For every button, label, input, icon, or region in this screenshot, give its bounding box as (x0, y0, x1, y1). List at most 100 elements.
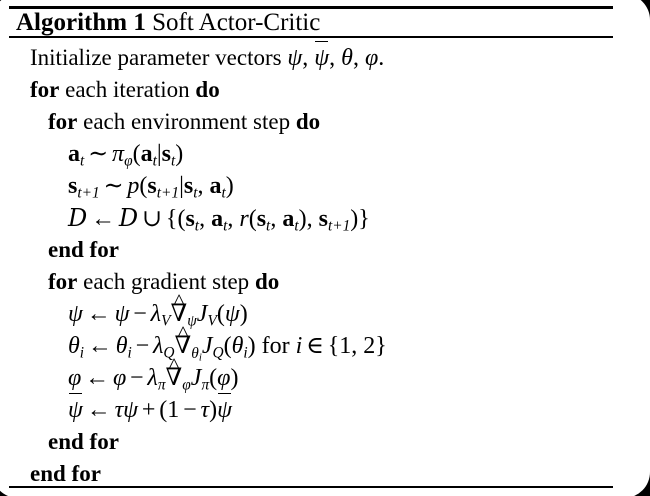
symbol-rbrace: } (358, 206, 370, 232)
symbol-psi: ψ (123, 397, 139, 423)
symbol-psi: ψ (114, 301, 130, 327)
symbol-tau: τ (114, 397, 124, 423)
keyword-end-for: end for (30, 461, 101, 486)
keyword-do: do (195, 77, 220, 102)
symbol-gets: ← (86, 301, 111, 327)
line-for-grad-step: for each gradient step do (0, 266, 650, 298)
subscript-t: t (80, 152, 85, 170)
symbol-rbrace: } (375, 333, 387, 359)
algorithm-title-rule (9, 36, 613, 38)
subscript-t-plus-1: t+1 (327, 217, 351, 235)
keyword-do: do (295, 109, 321, 134)
symbol-sim: ∼ (88, 141, 109, 167)
symbol-minus: − (133, 301, 147, 327)
symbol-a: a (211, 206, 224, 232)
symbol-s: s (68, 173, 78, 199)
symbol-lbrace: { (165, 206, 178, 232)
keyword-do: do (254, 269, 280, 294)
symbol-theta: θ (191, 344, 199, 362)
symbol-lparen: ( (209, 365, 218, 391)
subscript-psi: ψ (187, 312, 197, 330)
symbol-comma: , (352, 45, 359, 71)
symbol-comma: , (306, 206, 313, 232)
symbol-s: s (256, 206, 267, 232)
line-end-for-iteration: end for (0, 458, 650, 490)
symbol-nabla: ∇ (165, 365, 183, 391)
value-two: 2 (363, 333, 376, 359)
line-sample-action: at∼πφ(at|st) (0, 138, 650, 170)
symbol-gets: ← (86, 397, 111, 423)
symbol-a: a (68, 141, 80, 167)
symbol-lparen: ( (216, 301, 225, 327)
symbol-gets: ← (91, 206, 116, 232)
symbol-phi: φ (217, 365, 231, 391)
subscript-t-plus-1: t+1 (77, 184, 100, 202)
algorithm-title: Algorithm 1 Soft Actor-Critic (16, 9, 320, 36)
algorithm-body: Initialize parameter vectors ψ, ψ, θ, φ.… (0, 40, 650, 490)
symbol-tau: τ (200, 397, 210, 423)
subscript-pi: π (157, 376, 166, 394)
symbol-dataset-D: D (118, 204, 139, 232)
symbol-objective-J: J (190, 365, 202, 391)
symbol-comma: , (197, 173, 204, 199)
symbol-index-i: i (295, 333, 303, 359)
line-update-psi-bar: ψ←τψ+(1−τ)ψ (0, 392, 650, 426)
subscript-i: i (243, 344, 248, 362)
value-one: 1 (339, 333, 352, 359)
symbol-theta: θ (231, 333, 244, 359)
symbol-mid: | (179, 173, 184, 199)
symbol-objective-J: J (201, 333, 213, 359)
initialize-symbols: ψ, ψ, θ, φ. (287, 40, 384, 71)
word-environment: environment (131, 109, 248, 134)
keyword-for: for (30, 77, 60, 102)
symbol-psi: ψ (314, 45, 330, 71)
subscript-i: i (79, 344, 85, 362)
keyword-end-for: end for (48, 237, 119, 262)
symbol-comma: , (351, 333, 358, 359)
symbol-in: ∈ (306, 333, 324, 359)
subscript-phi: φ (182, 376, 191, 394)
symbol-sim: ∼ (103, 173, 124, 199)
symbol-a: a (209, 173, 222, 199)
symbol-gets: ← (87, 333, 112, 359)
symbol-reward-r: r (239, 206, 249, 232)
subscript-t: t (223, 217, 228, 235)
initialize-text: Initialize parameter vectors (30, 45, 282, 70)
subscript-t: t (171, 152, 176, 170)
symbol-s: s (161, 141, 172, 167)
symbol-psi: ψ (68, 397, 83, 423)
symbol-minus: − (135, 333, 150, 359)
subscript-V: V (161, 312, 171, 330)
word-for-italic: for (261, 333, 290, 359)
algorithm-bottom-rule (9, 486, 613, 488)
symbol-psi: ψ (68, 301, 83, 327)
line-initialize: Initialize parameter vectors ψ, ψ, θ, φ. (0, 40, 650, 74)
symbol-lambda: λ (153, 333, 164, 359)
symbol-lbrace: { (327, 333, 340, 359)
line-for-iteration: for each iteration do (0, 74, 650, 106)
subscript-Q: Q (212, 344, 224, 362)
symbol-comma: , (270, 206, 277, 232)
symbol-lambda: λ (150, 301, 162, 327)
symbol-theta: θ (115, 333, 128, 359)
keyword-end-for: end for (48, 429, 119, 454)
word-each: each (65, 77, 108, 102)
symbol-psi: ψ (224, 301, 240, 327)
subscript-t: t (194, 217, 200, 235)
symbol-cup: ∪ (141, 206, 163, 232)
symbol-rparen: ) (230, 365, 239, 391)
symbol-rparen: ) (209, 397, 218, 423)
symbol-rparen: ) (225, 173, 234, 199)
symbol-comma: , (199, 206, 206, 232)
symbol-rparen: ) (298, 206, 307, 232)
symbol-lparen: ( (223, 333, 232, 359)
symbol-rparen: ) (239, 301, 248, 327)
symbol-psi: ψ (217, 397, 232, 423)
subscript-t: t (294, 217, 299, 235)
subscript-i: i (127, 344, 132, 362)
subscript-phi: φ (124, 152, 133, 170)
line-end-for-grad: end for (0, 426, 650, 458)
symbol-psi-bar: ψ (68, 392, 83, 426)
line-sample-next-state: st+1∼p(st+1|st, at) (0, 170, 650, 202)
